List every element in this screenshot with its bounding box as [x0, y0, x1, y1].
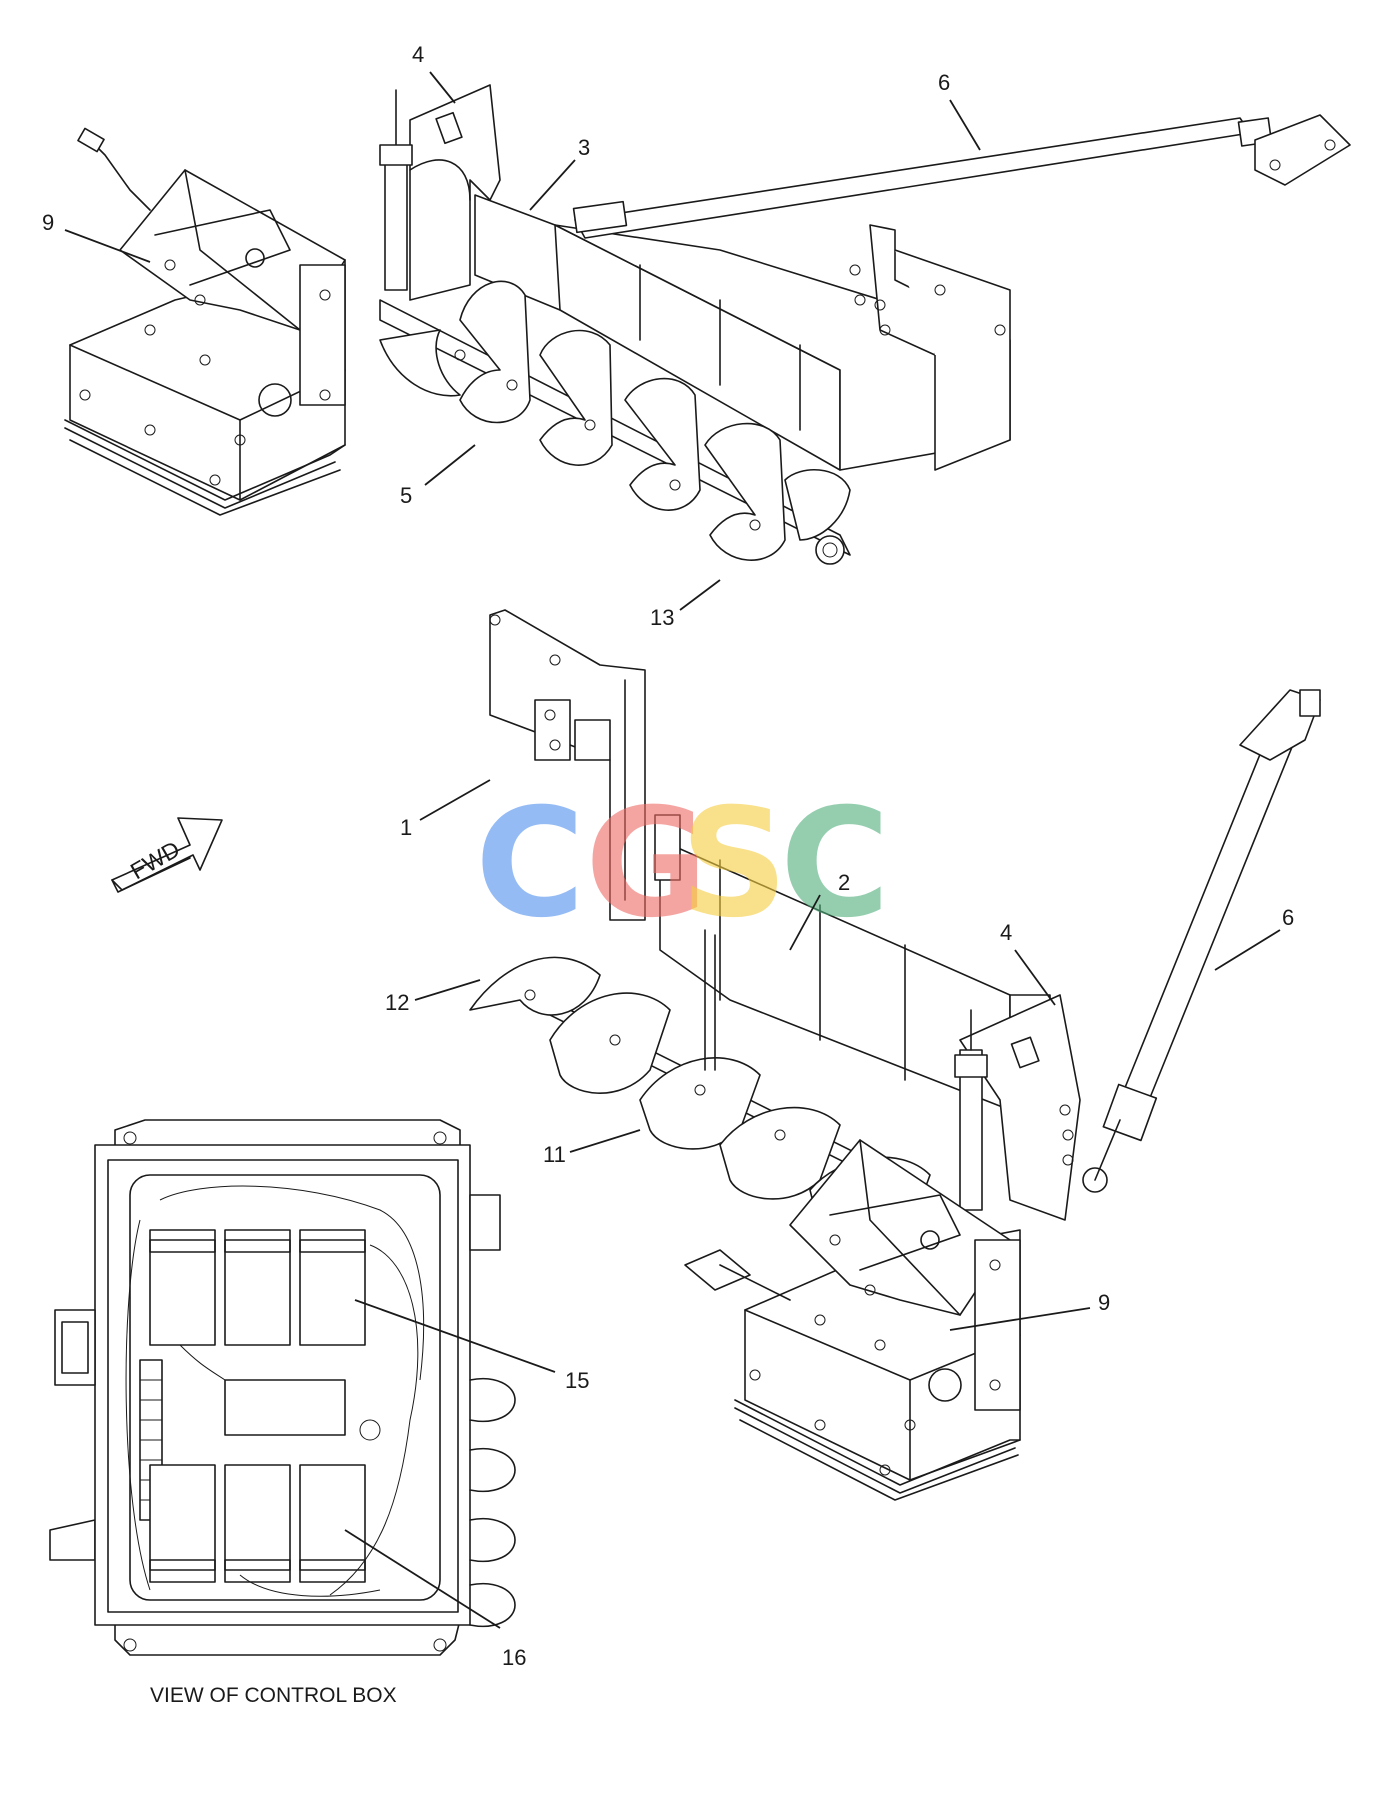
callout-13: 13: [650, 605, 674, 630]
callout-labels: 4 3 6 9 5 13 1 2 4 6 12 11 9 15 16: [42, 42, 1294, 1670]
watermark: C G S C: [475, 777, 890, 951]
callout-2: 2: [838, 870, 850, 895]
callout-6-top: 6: [938, 70, 950, 95]
callout-4-top: 4: [412, 42, 424, 67]
fwd-arrow: FWD: [111, 817, 223, 893]
control-box-caption: VIEW OF CONTROL BOX: [150, 1684, 397, 1707]
callout-5: 5: [400, 483, 412, 508]
callout-1: 1: [400, 815, 412, 840]
fwd-label: FWD: [126, 836, 184, 885]
watermark-letter-c1: C: [475, 777, 585, 951]
callout-4-bottom: 4: [1000, 920, 1012, 945]
callout-12: 12: [385, 990, 409, 1015]
top-auger-assembly: [379, 84, 1351, 565]
control-box-view: [49, 1119, 516, 1656]
callout-11: 11: [543, 1142, 566, 1167]
callout-15: 15: [565, 1368, 589, 1393]
bottom-control-box-assembly: [684, 1139, 1021, 1501]
callout-16: 16: [502, 1645, 526, 1670]
watermark-letter-s: S: [680, 777, 788, 951]
callout-9-top: 9: [42, 210, 54, 235]
callout-9-bottom: 9: [1098, 1290, 1110, 1315]
middle-auger-assembly: [469, 609, 1321, 1247]
callout-6-bottom: 6: [1282, 905, 1294, 930]
callout-3: 3: [578, 135, 590, 160]
watermark-letter-g: G: [585, 777, 708, 951]
leader-lines: [64, 71, 1281, 1629]
top-control-box-assembly: [64, 127, 346, 516]
watermark-letter-c2: C: [780, 777, 890, 951]
